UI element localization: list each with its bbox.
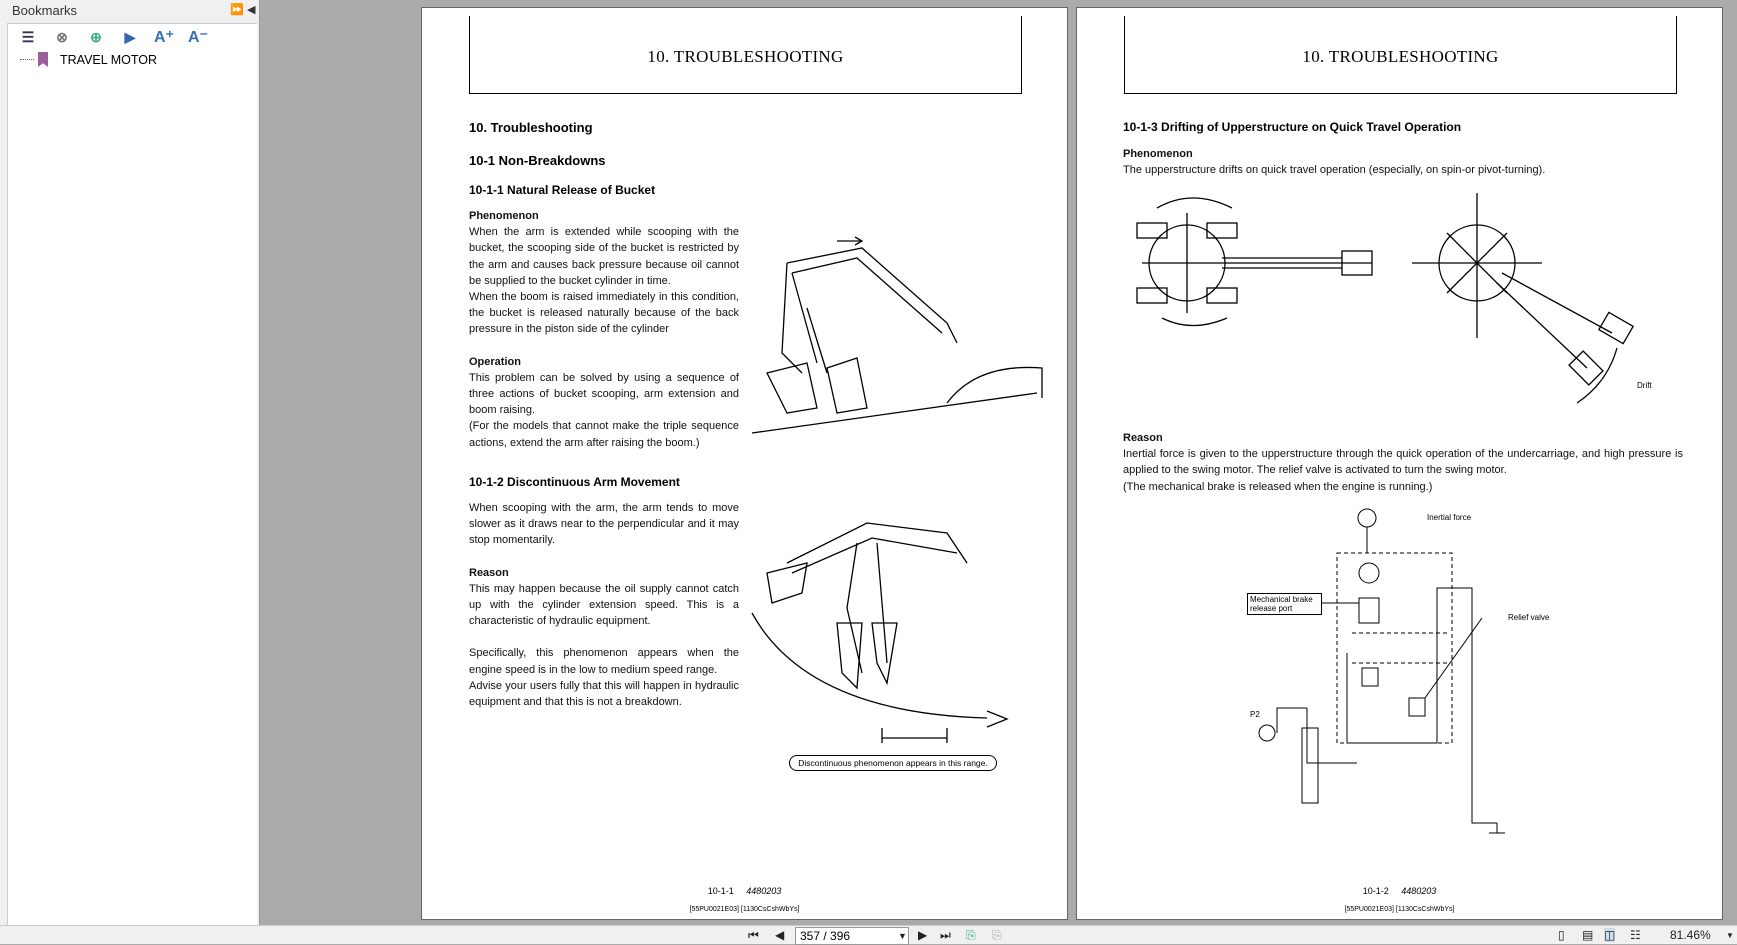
subsection-title: 10-1 Non-Breakdowns xyxy=(469,153,606,168)
pdf-page-left: 10. TROUBLESHOOTING 10. Troubleshooting … xyxy=(421,7,1068,920)
add-bookmark-icon[interactable]: ⊕ xyxy=(90,28,102,45)
bookmarks-title: Bookmarks xyxy=(12,3,78,18)
continuous-facing-icon[interactable]: ☷ xyxy=(1630,928,1641,942)
bookmark-icon xyxy=(38,52,48,67)
inertial-force-label: Inertial force xyxy=(1427,513,1472,522)
tree-line xyxy=(20,59,34,60)
bookmark-item[interactable]: TRAVEL MOTOR xyxy=(8,52,257,67)
figure-caption: Discontinuous phenomenon appears in this… xyxy=(789,755,997,771)
delete-bookmark-icon[interactable]: ⊗ xyxy=(56,28,68,45)
decrease-font-icon[interactable]: A⁻ xyxy=(188,29,208,46)
bookmark-label: TRAVEL MOTOR xyxy=(60,52,158,67)
next-page-button[interactable]: ▶ xyxy=(918,928,928,942)
bookmarks-panel: Bookmarks ⏩ ◀ ☰ ⊗ ⊕ ▶ A⁺ A⁻ TRAVEL MOTOR xyxy=(0,0,260,925)
page-number-input[interactable] xyxy=(795,927,909,945)
side-tabs[interactable] xyxy=(0,40,7,400)
doc-code: [55PU0021E03] [1130CsCshWbYs] xyxy=(1344,906,1455,913)
brake-port-label: Mechanical brake release port xyxy=(1247,593,1322,615)
previous-view-icon[interactable]: ⎘ xyxy=(966,928,976,942)
page-header: 10. TROUBLESHOOTING xyxy=(1124,16,1677,94)
zoom-dropdown-icon[interactable]: ▼ xyxy=(1726,931,1734,940)
collapse-panel-icon[interactable]: ◀ xyxy=(247,4,256,16)
bookmark-options-icon[interactable]: ☰ xyxy=(21,28,35,45)
arm-movement-figure xyxy=(751,522,1009,743)
single-page-view-icon[interactable]: ▯ xyxy=(1558,928,1565,942)
last-page-button[interactable]: ⏭ xyxy=(940,928,951,942)
facing-view-icon[interactable]: ◫ xyxy=(1604,928,1616,942)
expand-panel-icon[interactable]: ⏩ xyxy=(230,4,244,16)
navigation-bar: ⏮ ◀ ▼ ▶ ⏭ ⎘ ⎘ ▯ ▤ ◫ ☷ 81.46% ▼ xyxy=(0,925,1737,945)
increase-font-icon[interactable]: A⁺ xyxy=(154,29,174,46)
topic-text: When scooping with the arm, the arm tend… xyxy=(469,502,739,709)
first-page-button[interactable]: ⏮ xyxy=(748,928,759,942)
topic-title: 10-1-3 Drifting of Upperstructure on Qui… xyxy=(1123,120,1462,134)
topic-title: 10-1-1 Natural Release of Bucket xyxy=(469,183,656,197)
page-number: 10-1-2 4480203 xyxy=(1362,886,1437,896)
section-title: 10. Troubleshooting xyxy=(469,120,593,135)
drift-label: Drift xyxy=(1637,381,1652,390)
previous-page-button[interactable]: ◀ xyxy=(775,928,785,942)
excavator-figure xyxy=(751,236,1043,434)
pdf-page-right: 10. TROUBLESHOOTING 10-1-3 Drifting of U… xyxy=(1076,7,1723,920)
zoom-level[interactable]: 81.46% xyxy=(1670,928,1711,942)
hydraulic-circuit-diagram xyxy=(1258,508,1505,834)
continuous-view-icon[interactable]: ▤ xyxy=(1582,928,1594,942)
topic-text: Reason Inertial force is given to the up… xyxy=(1123,432,1683,493)
page-dropdown-icon[interactable]: ▼ xyxy=(898,931,907,941)
topic-text: Phenomenon When the arm is extended whil… xyxy=(469,210,739,449)
topic-text: Phenomenon The upperstructure drifts on … xyxy=(1123,148,1546,177)
relief-valve-label: Relief valve xyxy=(1508,613,1550,622)
topic-title: 10-1-2 Discontinuous Arm Movement xyxy=(469,475,680,489)
bookmarks-header: Bookmarks ⏩ ◀ xyxy=(0,0,259,22)
next-view-icon[interactable]: ⎘ xyxy=(992,928,1002,942)
doc-code: [55PU0021E03] [1130CsCshWbYs] xyxy=(689,906,800,913)
page-number: 10-1-1 4480203 xyxy=(707,886,782,896)
goto-bookmark-icon[interactable]: ▶ xyxy=(124,28,136,45)
p2-label: P2 xyxy=(1250,710,1260,719)
drift-figure xyxy=(1136,193,1635,404)
bookmarks-toolbar: ☰ ⊗ ⊕ ▶ A⁺ A⁻ xyxy=(8,24,257,50)
page-header: 10. TROUBLESHOOTING xyxy=(469,16,1022,94)
